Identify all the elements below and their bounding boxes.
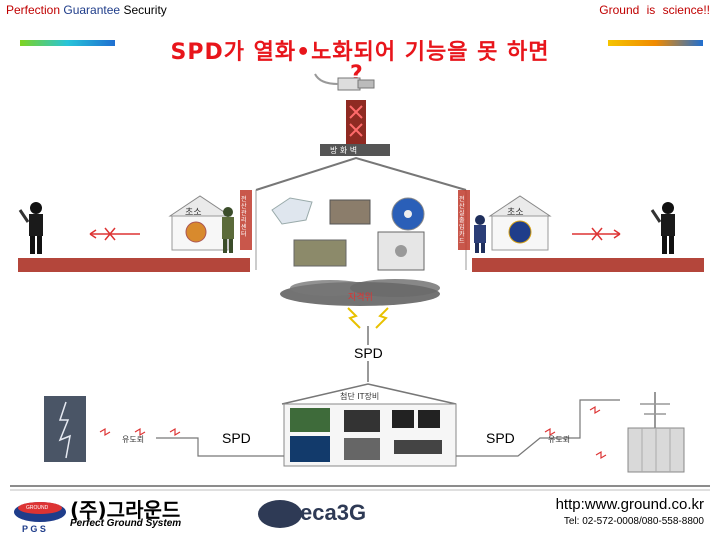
left-post-label: 초소 xyxy=(185,205,202,218)
induced-surge-right xyxy=(545,407,606,458)
guard-right-icon xyxy=(474,215,486,253)
spd-center-label: SPD xyxy=(350,345,387,361)
server-icon xyxy=(344,410,380,432)
building-roof xyxy=(256,158,466,190)
blocked-arrow-right xyxy=(572,228,620,240)
firewall-tower xyxy=(346,100,366,144)
left-pillar-label: 전산관리센터 xyxy=(241,196,251,238)
website-url[interactable]: http:www.ground.co.kr xyxy=(556,496,704,513)
right-wall xyxy=(472,258,704,272)
it-roof-label: 첨단 IT장비 xyxy=(340,391,379,402)
printer-icon xyxy=(344,438,380,460)
left-post-emblem xyxy=(186,222,206,242)
line-right-label: 유도뢰 xyxy=(548,434,570,445)
cloud-label: 자격위 xyxy=(348,290,373,303)
spd-right-label: SPD xyxy=(482,430,519,446)
spark-right-icon xyxy=(376,308,388,328)
line-left-label: 유도뢰 xyxy=(122,434,144,445)
brand-eca3g: eca3G xyxy=(300,500,366,526)
right-pillar-label: 전산실출입카드 xyxy=(459,196,469,245)
diamond-icon xyxy=(272,198,312,224)
right-post-label: 초소 xyxy=(507,205,524,218)
intruder-right-icon xyxy=(652,202,675,254)
spark-left-icon xyxy=(348,308,360,328)
blocked-arrow-left xyxy=(90,228,140,240)
rack-icon xyxy=(394,440,442,454)
gold-bars-icon xyxy=(330,200,370,224)
eca3g-logo-icon xyxy=(258,500,302,528)
logo-pgs-text: P G S xyxy=(22,524,46,534)
logo-small-text: GROUND xyxy=(26,505,48,511)
right-post-emblem xyxy=(509,221,531,243)
monitor-icon xyxy=(392,410,414,428)
intruder-left-icon xyxy=(20,202,43,254)
phone-numbers: Tel: 02-572-0008/080-558-8800 xyxy=(564,516,704,527)
circuit-board-icon xyxy=(290,408,330,432)
company-name-en: Perfect Ground System xyxy=(70,518,181,529)
left-wall xyxy=(18,258,250,272)
spd-left-label: SPD xyxy=(218,430,255,446)
usb-plug-icon xyxy=(315,74,374,90)
money-icon xyxy=(294,240,346,266)
network-icon xyxy=(290,436,330,462)
tower-label: 방 화 벽 xyxy=(330,145,357,156)
